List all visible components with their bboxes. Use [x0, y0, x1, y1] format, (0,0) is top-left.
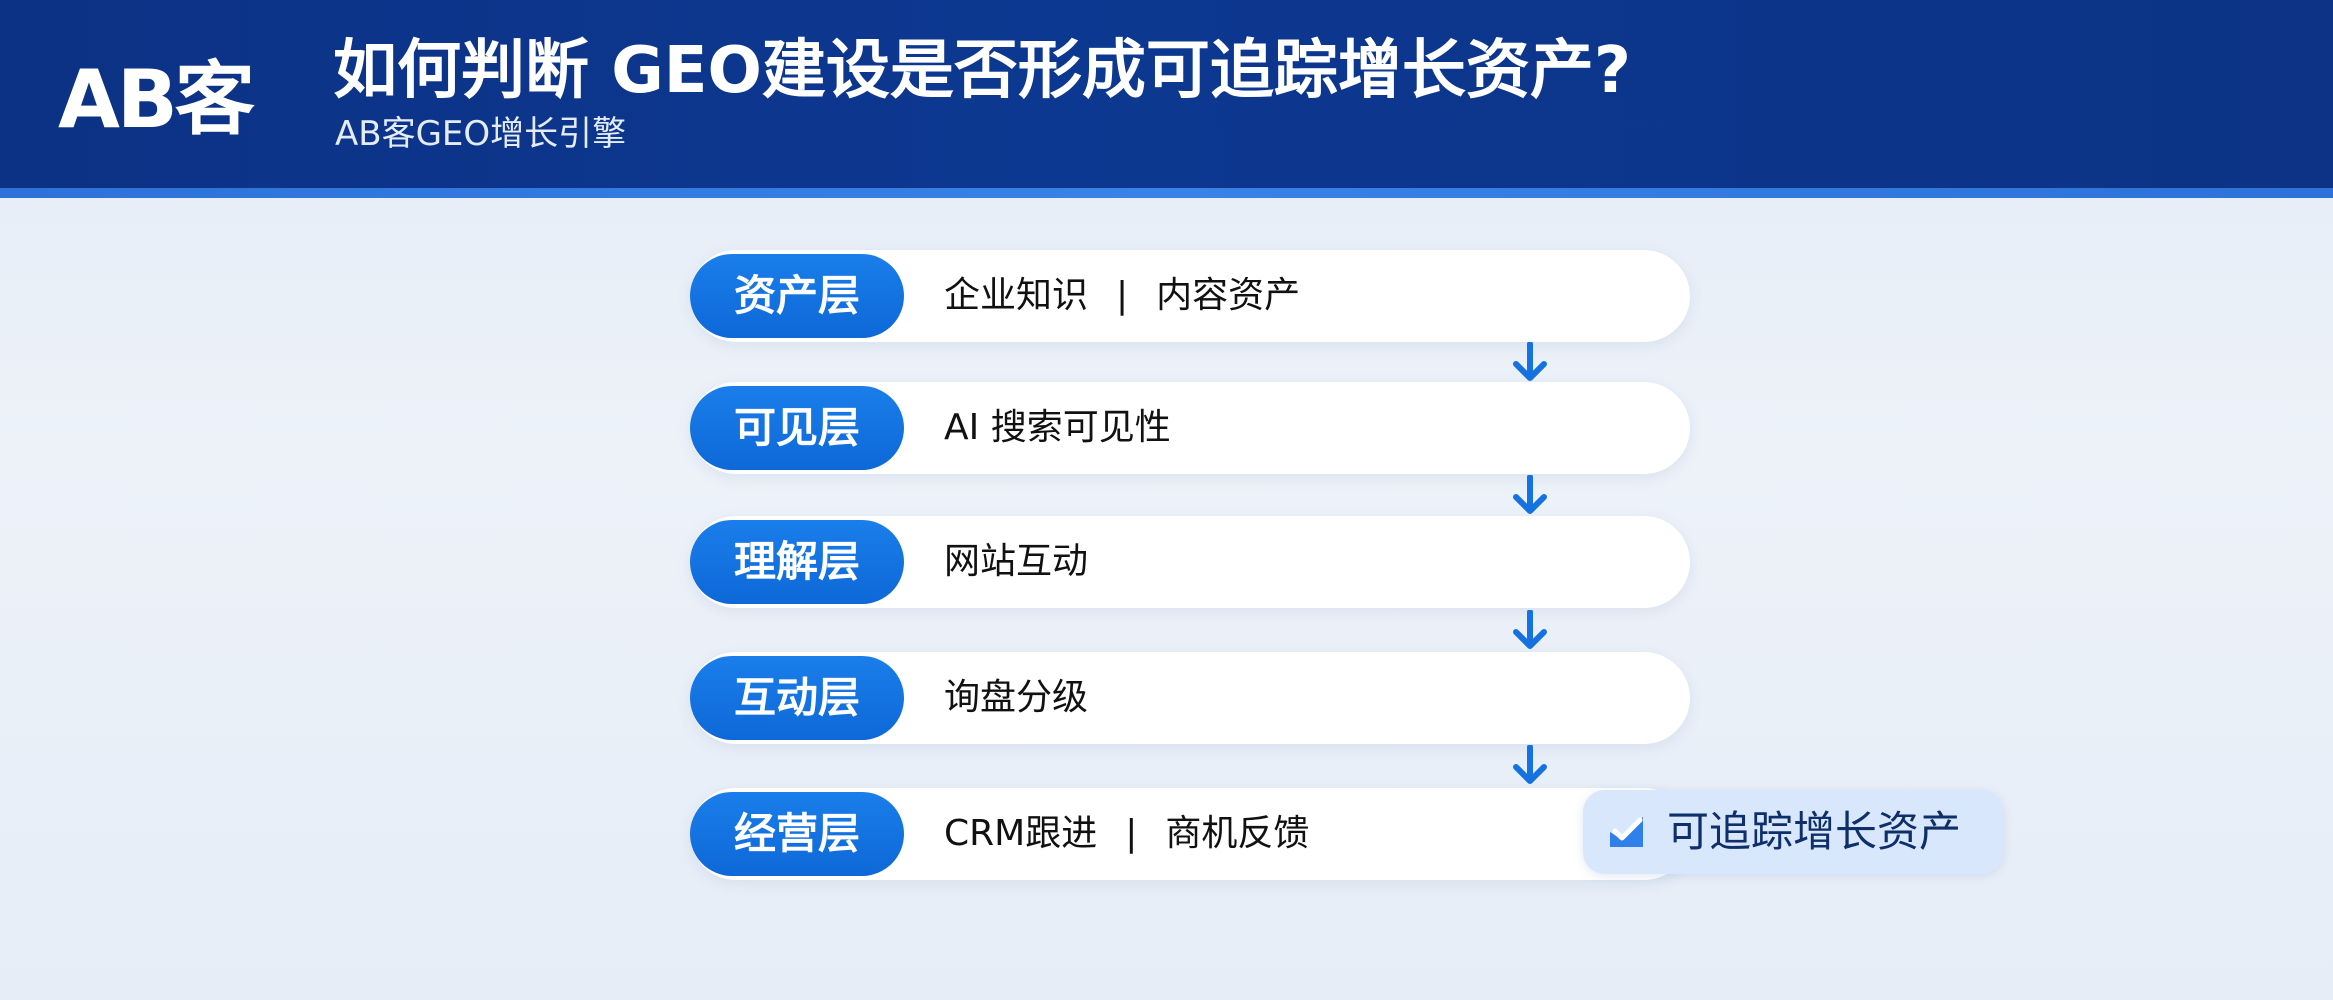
layer-label: 可见层	[690, 386, 904, 470]
separator: |	[1125, 813, 1138, 854]
separator: |	[1116, 275, 1129, 316]
layer-description: AI 搜索可见性	[944, 382, 1171, 474]
header-accent-line	[0, 188, 2333, 198]
layer-label: 经营层	[690, 792, 904, 876]
page-subtitle: AB客GEO增长引擎	[335, 114, 627, 154]
layer-label: 理解层	[690, 520, 904, 604]
layer-label: 互动层	[690, 656, 904, 740]
layer-label: 资产层	[690, 254, 904, 338]
layer-item: CRM跟进	[944, 813, 1098, 854]
layer-item: 内容资产	[1156, 275, 1301, 316]
layer-row-understand: 理解层 网站互动	[690, 516, 1690, 608]
down-arrow-icon	[1513, 475, 1547, 514]
result-badge: 可追踪增长资产	[1583, 790, 2003, 874]
layer-row-visible: 可见层 AI 搜索可见性	[690, 382, 1690, 474]
page-title: 如何判断 GEO建设是否形成可追踪增长资产?	[333, 34, 1632, 108]
header-banner: AB客 如何判断 GEO建设是否形成可追踪增长资产? AB客GEO增长引擎	[0, 0, 2333, 188]
layer-description: 企业知识 | 内容资产	[944, 250, 1300, 342]
layer-row-interact: 互动层 询盘分级	[690, 652, 1690, 744]
down-arrow-icon	[1513, 342, 1547, 381]
down-arrow-icon	[1513, 610, 1547, 649]
layer-item: 商机反馈	[1165, 813, 1310, 854]
layer-item: AI 搜索可见性	[944, 407, 1171, 448]
check-chart-icon	[1610, 817, 1643, 847]
layer-row-operate: 经营层 CRM跟进 | 商机反馈	[690, 788, 1690, 880]
down-arrow-icon	[1513, 745, 1547, 784]
layer-row-asset: 资产层 企业知识 | 内容资产	[690, 250, 1690, 342]
layer-item: 询盘分级	[944, 677, 1089, 718]
layer-item: 网站互动	[944, 541, 1089, 582]
layer-description: 询盘分级	[944, 652, 1088, 744]
ab-logo: AB客	[58, 53, 255, 146]
layer-description: CRM跟进 | 商机反馈	[944, 788, 1309, 880]
layer-item: 企业知识	[944, 275, 1089, 316]
layer-description: 网站互动	[944, 516, 1088, 608]
result-label: 可追踪增长资产	[1667, 807, 1962, 856]
